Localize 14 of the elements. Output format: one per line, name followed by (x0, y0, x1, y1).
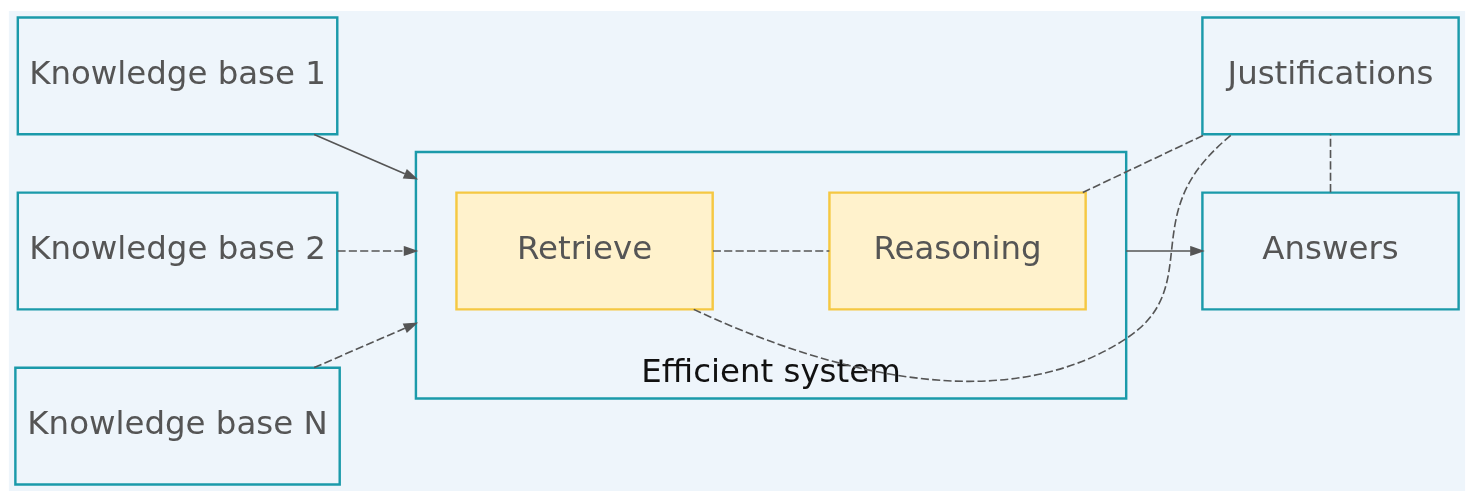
arrow (1125, 245, 1205, 256)
node-box: Knowledge base 1 (16, 15, 339, 135)
connector (692, 133, 1233, 382)
arrow (336, 245, 419, 256)
connector (1329, 133, 1332, 193)
node-box: Answers (1201, 190, 1460, 311)
node-box: Knowledge base 2 (16, 190, 339, 311)
node-box: Knowledge base N (14, 366, 341, 486)
arrow (313, 321, 419, 368)
connector (712, 249, 831, 252)
node-box: Justifications (1201, 15, 1460, 135)
node-box: Retrieve (455, 190, 714, 311)
arrow (313, 133, 419, 180)
node-box: Reasoning (828, 190, 1087, 311)
